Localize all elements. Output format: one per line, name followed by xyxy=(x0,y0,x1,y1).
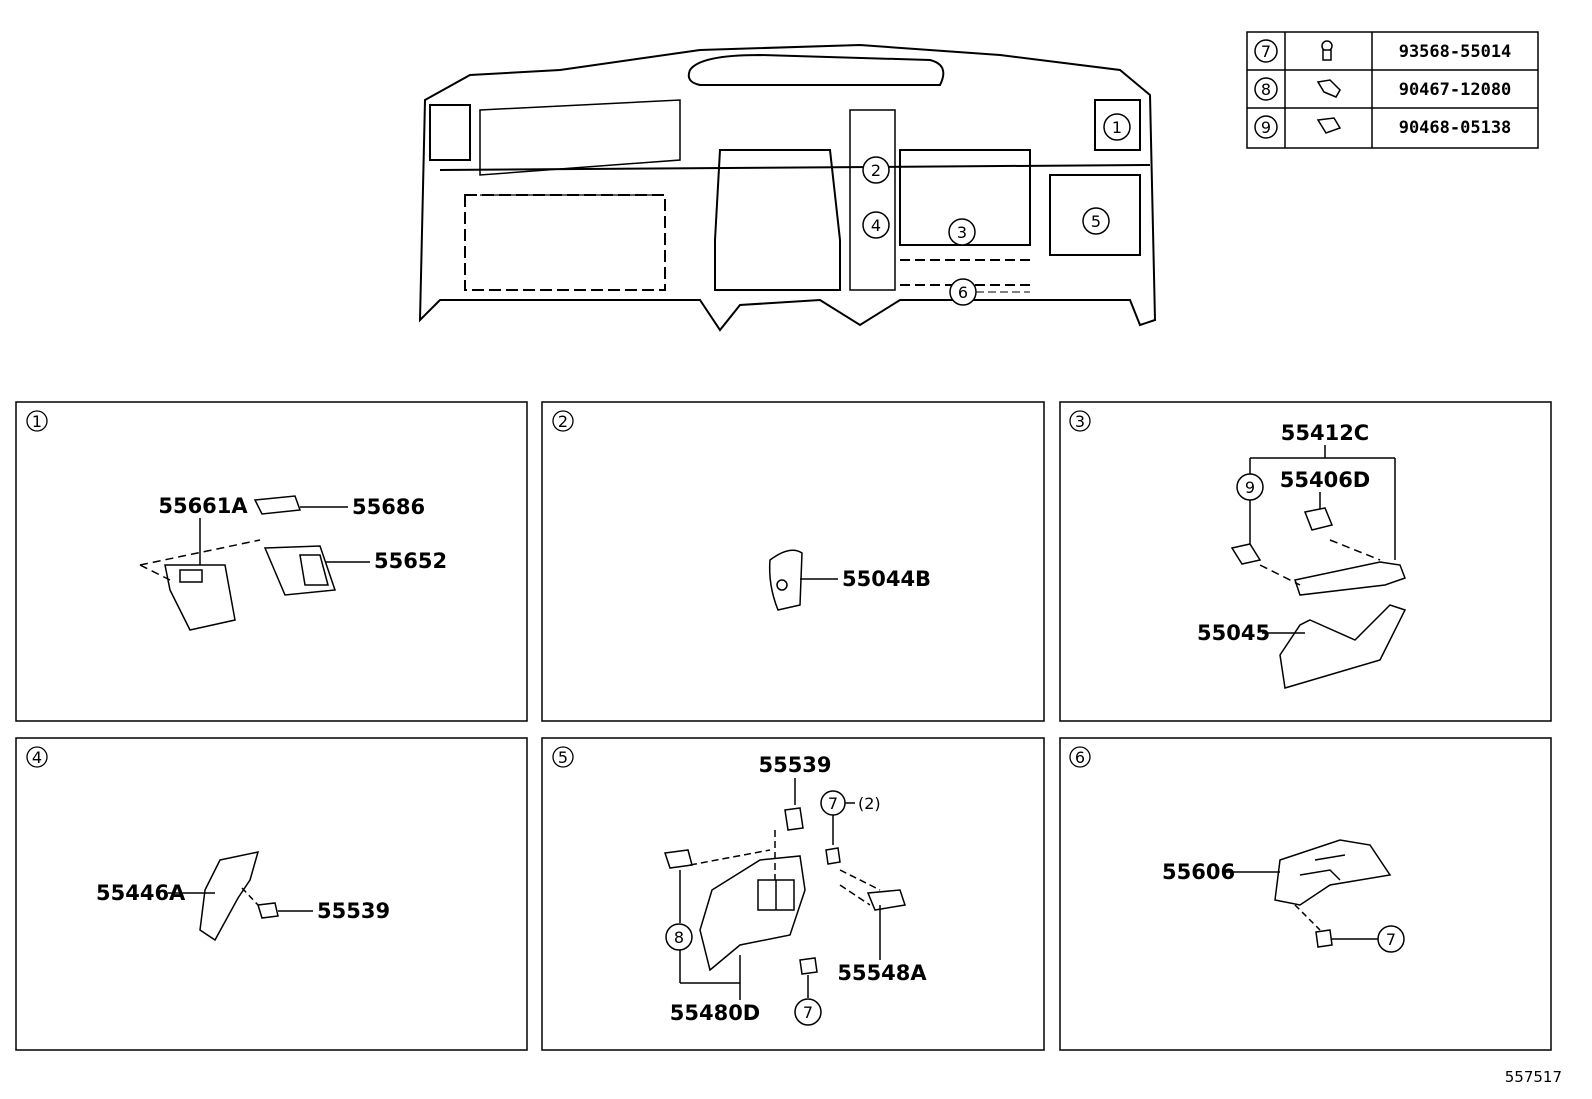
label-55412C: 55412C xyxy=(1281,421,1369,445)
panel-4 xyxy=(15,737,528,1051)
bolt-part xyxy=(1315,929,1333,948)
lower-center-panel-part xyxy=(699,855,806,972)
ref-9-number: 9 xyxy=(1245,478,1255,497)
side-panel-part xyxy=(199,851,260,942)
table-ref-7: 7 xyxy=(1261,42,1271,61)
clip-part-upper xyxy=(1303,507,1334,531)
dashed-guide-5 xyxy=(689,830,881,906)
clip-icon xyxy=(1316,79,1341,98)
overview-callout-1: 1 xyxy=(1112,118,1122,137)
bracket-detail xyxy=(1299,854,1346,881)
switch-hole-cover-part xyxy=(768,549,803,611)
ref-7-number: 7 xyxy=(828,794,838,813)
bolt-icon xyxy=(1321,40,1333,61)
vent-knob-part xyxy=(253,495,302,515)
knee-panel-part xyxy=(1279,604,1407,689)
ref-7b-callout xyxy=(794,998,822,1026)
label-55548A: 55548A xyxy=(837,961,927,985)
label-55661A: 55661A xyxy=(158,494,248,518)
ref-8-number: 8 xyxy=(674,928,684,947)
panel-4-number: 4 xyxy=(32,748,42,767)
cover-hole xyxy=(776,579,788,591)
panel-3 xyxy=(1059,401,1552,722)
dashed-guide-3 xyxy=(1259,539,1381,586)
label-55686: 55686 xyxy=(352,495,425,519)
clip-8-part xyxy=(664,849,693,869)
label-55652: 55652 xyxy=(374,549,447,573)
panel-2-number: 2 xyxy=(558,412,568,431)
ref-8-callout xyxy=(665,923,693,951)
dashed-guide-4 xyxy=(241,887,259,906)
overview-callout-4: 4 xyxy=(871,216,881,235)
bezel-opening xyxy=(179,569,203,583)
dashed-guide xyxy=(139,539,261,581)
label-55480D: 55480D xyxy=(670,1001,761,1025)
panel-5-number: 5 xyxy=(558,748,568,767)
dashboard-overview xyxy=(418,43,1157,332)
panel-1-number: 1 xyxy=(32,412,42,431)
panel-6 xyxy=(1059,737,1552,1051)
label-55606: 55606 xyxy=(1162,860,1235,884)
footer-code: 557517 xyxy=(1505,1068,1562,1086)
label-55044B: 55044B xyxy=(842,567,931,591)
bolt-part-lower xyxy=(799,957,818,975)
ref-7-callout-p6 xyxy=(1377,925,1405,953)
qty-label: (2) xyxy=(858,794,881,813)
clip-icon xyxy=(1316,117,1342,134)
overview-callout-2: 2 xyxy=(871,161,881,180)
panel-3-number: 3 xyxy=(1075,412,1085,431)
vent-register-part xyxy=(263,545,337,596)
ref-7-number-p6: 7 xyxy=(1386,930,1396,949)
label-55406D: 55406D xyxy=(1280,468,1371,492)
panel-5 xyxy=(541,737,1045,1051)
ref-7b-number: 7 xyxy=(803,1003,813,1022)
vent-bezel-part xyxy=(164,564,236,631)
part-number-90468-05138: 90468-05138 xyxy=(1399,118,1512,138)
ref-9-callout xyxy=(1236,473,1264,501)
overview-callout-3: 3 xyxy=(957,223,967,242)
clip-55539-part xyxy=(784,807,804,831)
label-55446A: 55446A xyxy=(96,881,186,905)
clip-part xyxy=(1230,543,1262,565)
panel-6-number: 6 xyxy=(1075,748,1085,767)
overview-callout-5: 5 xyxy=(1091,212,1101,231)
table-ref-8: 8 xyxy=(1261,80,1271,99)
vent-louver xyxy=(299,554,329,586)
overview-callout-6: 6 xyxy=(958,283,968,302)
part-number-90467-12080: 90467-12080 xyxy=(1399,80,1512,100)
label-55539-p5: 55539 xyxy=(758,753,831,777)
panel-1 xyxy=(15,401,528,722)
panel-2 xyxy=(541,401,1045,722)
table-ref-9: 9 xyxy=(1261,118,1271,137)
dashed-guide-6 xyxy=(1294,904,1321,931)
bracket-55548A-part xyxy=(866,889,906,911)
label-55045: 55045 xyxy=(1197,621,1270,645)
label-55539: 55539 xyxy=(317,899,390,923)
clip-55539-part xyxy=(257,902,279,919)
lower-finish-panel-part xyxy=(1294,561,1406,596)
bolt-part xyxy=(825,847,841,865)
overview-callouts xyxy=(862,113,1131,306)
fastener-table xyxy=(1246,31,1539,149)
part-number-93568-55014: 93568-55014 xyxy=(1399,42,1512,62)
